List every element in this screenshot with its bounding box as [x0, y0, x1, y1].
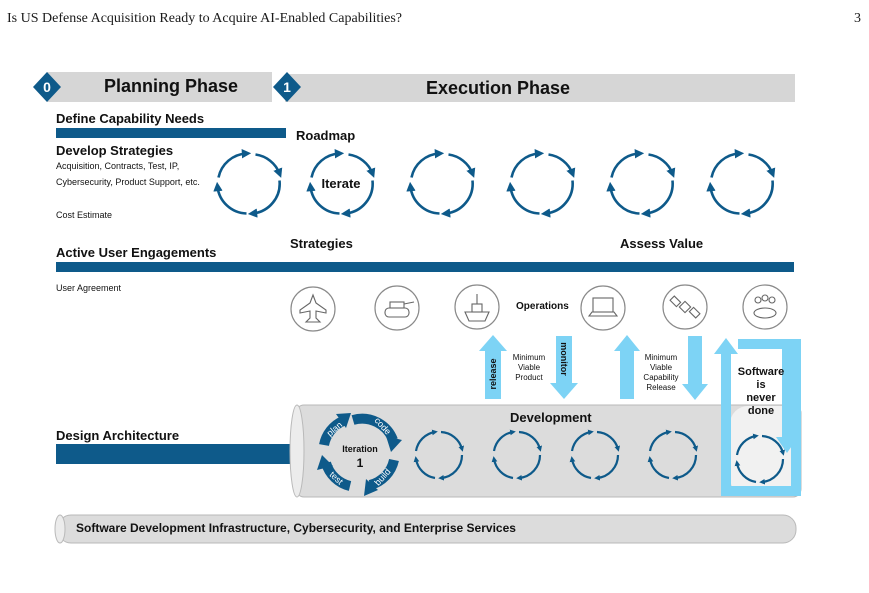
mvcr-line-1: Minimum: [644, 353, 678, 362]
active-user-engagements: Active User Engagements: [56, 245, 217, 260]
monitor-label: monitor: [559, 342, 569, 376]
release-label: release: [488, 358, 498, 390]
execution-diamond: [273, 72, 301, 102]
design-architecture-bar: [56, 444, 306, 464]
iteration-arrowhead-build: [364, 479, 378, 496]
planning-phase-number: 0: [43, 79, 51, 95]
team-meeting-icon: [742, 284, 788, 330]
user-engagement-bar: [56, 262, 794, 272]
mvp-line-2: Viable: [517, 363, 541, 372]
user-agreement: User Agreement: [56, 283, 122, 293]
define-capability-needs: Define Capability Needs: [56, 111, 205, 126]
software-never-done: Software is never done: [732, 366, 790, 418]
never-done-line-3: never: [746, 392, 776, 404]
planning-diamond: [33, 72, 61, 102]
iteration-arrowhead-plan: [336, 413, 351, 428]
iteration-arrowhead-test: [317, 455, 333, 470]
never-done-line-1: Software: [737, 366, 785, 378]
development-cycle-5: [734, 433, 786, 485]
development-cycle-1: [413, 429, 465, 481]
iterate-label: Iterate: [321, 176, 361, 191]
satellite-icon: [662, 284, 708, 330]
minimum-viable-product: Minimum Viable Product: [504, 353, 554, 383]
assess-value-label: Assess Value: [620, 236, 704, 251]
iteration-arrowhead-code: [386, 436, 402, 452]
strategy-cycle-1: [213, 149, 283, 218]
iteration-1-cycle: [319, 413, 399, 491]
pipe-end-cap: [289, 404, 305, 498]
fighter-jet-icon: [290, 286, 336, 332]
development-cycle-3: [569, 429, 621, 481]
iteration-label: Iteration: [342, 444, 378, 454]
mvp-line-3: Product: [515, 373, 543, 382]
design-architecture: Design Architecture: [56, 428, 180, 443]
fighter-jet-glyph: [299, 293, 327, 323]
capability-needs-bar: [56, 128, 286, 138]
mvcr-line-4: Release: [646, 383, 676, 392]
planning-phase-band: [47, 72, 272, 102]
minimum-viable-capability-release: Minimum Viable Capability Release: [635, 353, 687, 393]
development-cycle-2: [491, 429, 543, 481]
ship-icon: [454, 284, 500, 330]
mvcr-line-2: Viable: [649, 363, 673, 372]
page-header-title: Is US Defense Acquisition Ready to Acqui…: [7, 11, 403, 26]
never-done-loop-arrow: [714, 338, 801, 496]
never-done-line-2: is: [756, 379, 766, 391]
iterate-cycle: [306, 149, 376, 218]
satellite-glyph: [669, 295, 701, 319]
team-glyph: [753, 294, 777, 319]
ship-glyph: [464, 294, 490, 322]
strategy-cycle-3: [406, 149, 476, 218]
infrastructure-label: Software Development Infrastructure, Cyb…: [76, 521, 516, 535]
execution-phase-label: Execution Phase: [426, 78, 571, 98]
development-cycle-4: [647, 429, 699, 481]
strategy-cycle-6: [706, 149, 776, 218]
capability-monitor-arrow: [682, 336, 708, 400]
capability-release-arrow: [614, 335, 640, 399]
strategy-cycle-5: [606, 149, 676, 218]
tank-glyph: [384, 301, 415, 318]
laptop-icon: [580, 285, 626, 331]
roadmap-label: Roadmap: [296, 128, 356, 143]
release-arrow: [479, 335, 507, 399]
develop-strategies: Develop Strategies: [56, 143, 174, 158]
cost-estimate: Cost Estimate: [56, 210, 113, 220]
infrastructure-pipe-cap: [54, 514, 66, 544]
strategy-cycle-4: [506, 149, 576, 218]
mvp-line-1: Minimum: [512, 353, 546, 362]
planning-phase-label: Planning Phase: [104, 76, 239, 96]
execution-phase-number: 1: [283, 79, 291, 95]
strategies-label: Strategies: [290, 236, 353, 251]
strategies-list-line-1: Acquisition, Contracts, Test, IP,: [56, 161, 180, 171]
never-done-line-4: done: [747, 405, 775, 417]
monitor-arrow: [550, 336, 578, 399]
operations-label: Operations: [516, 301, 569, 312]
iteration-number: 1: [356, 456, 364, 470]
execution-phase-band: [285, 74, 795, 102]
page-number: 3: [854, 11, 861, 26]
strategies-list-line-2: Cybersecurity, Product Support, etc.: [56, 177, 200, 187]
laptop-glyph: [587, 297, 619, 317]
mvcr-line-3: Capability: [643, 373, 679, 382]
development-label: Development: [510, 410, 592, 425]
